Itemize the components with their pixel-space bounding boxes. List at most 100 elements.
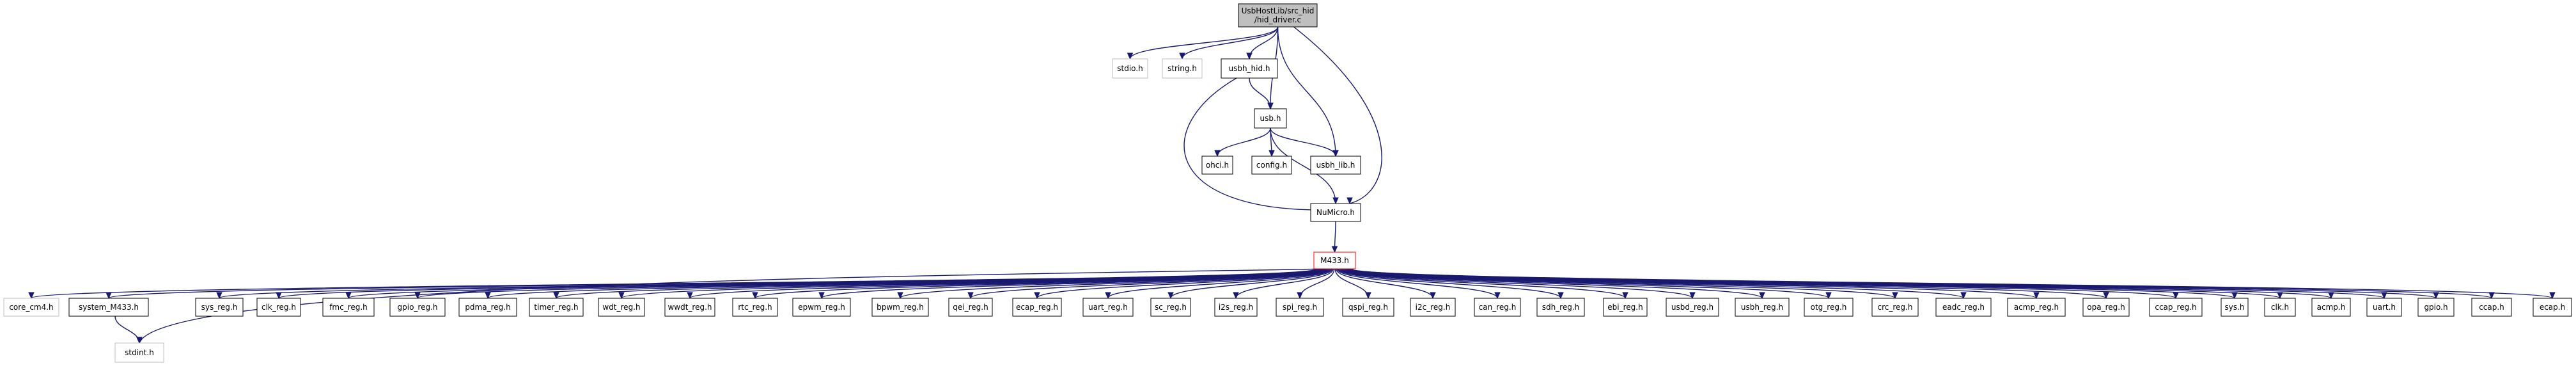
node-numicro[interactable]: NuMicro.h xyxy=(1310,203,1361,222)
node-i2s-reg[interactable]: i2s_reg.h xyxy=(1214,298,1258,317)
node-label: crc_reg.h xyxy=(1878,303,1913,312)
node-sc-reg[interactable]: sc_reg.h xyxy=(1150,298,1191,317)
arrowhead-m433-to-gpio_reg xyxy=(414,292,421,300)
node-m433[interactable]: M433.h xyxy=(1313,252,1356,269)
node-label: acmp_reg.h xyxy=(2014,303,2059,312)
node-usbh-hid[interactable]: usbh_hid.h xyxy=(1221,58,1278,79)
edge-m433-to-opa_reg xyxy=(1345,268,2107,299)
arrowhead-usb-to-usbh_lib xyxy=(1332,150,1339,157)
node-ohci[interactable]: ohci.h xyxy=(1201,156,1233,175)
node-box xyxy=(2366,298,2402,317)
node-box xyxy=(1201,156,1233,175)
node-sys-reg[interactable]: sys_reg.h xyxy=(195,298,244,317)
node-string[interactable]: string.h xyxy=(1162,58,1203,79)
node-box xyxy=(3,298,59,317)
node-sdh-reg[interactable]: sdh_reg.h xyxy=(1536,298,1585,317)
node-gpio[interactable]: gpio.h xyxy=(2417,298,2455,317)
node-label: usbh_hid.h xyxy=(1228,64,1270,73)
node-bpwm-reg[interactable]: bpwm_reg.h xyxy=(871,298,929,317)
node-qei-reg[interactable]: qei_reg.h xyxy=(948,298,993,317)
nodes-layer: UsbHostLib/src_hid/hid_driver.c stdio.h st… xyxy=(3,3,2572,363)
node-usb[interactable]: usb.h xyxy=(1254,108,1287,129)
node-box xyxy=(1150,298,1191,317)
node-wwdt-reg[interactable]: wwdt_reg.h xyxy=(664,298,715,317)
node-rtc-reg[interactable]: rtc_reg.h xyxy=(732,298,778,317)
edge-m433-to-usbd_reg xyxy=(1339,268,1693,299)
node-fmc-reg[interactable]: fmc_reg.h xyxy=(322,298,375,317)
node-label: clk.h xyxy=(2271,303,2289,312)
arrowhead-m433-to-usbh_reg xyxy=(1759,292,1765,300)
node-ccap-reg[interactable]: ccap_reg.h xyxy=(2149,298,2203,317)
node-label: uart_reg.h xyxy=(1088,303,1128,312)
node-box xyxy=(1162,58,1203,79)
node-box xyxy=(1410,298,1456,317)
node-spi-reg[interactable]: spi_reg.h xyxy=(1276,298,1324,317)
node-label: i2c_reg.h xyxy=(1416,303,1451,312)
arrowhead-root-to-stdio xyxy=(1127,52,1134,60)
node-usbd-reg[interactable]: usbd_reg.h xyxy=(1666,298,1719,317)
node-box xyxy=(948,298,993,317)
node-can-reg[interactable]: can_reg.h xyxy=(1474,298,1521,317)
node-box xyxy=(1310,203,1361,222)
node-epwm-reg[interactable]: epwm_reg.h xyxy=(792,298,851,317)
node-stdint[interactable]: stdint.h xyxy=(114,342,164,363)
node-usbh-reg[interactable]: usbh_reg.h xyxy=(1735,298,1790,317)
node-wdt-reg[interactable]: wdt_reg.h xyxy=(598,298,645,317)
node-usbh-lib[interactable]: usbh_lib.h xyxy=(1310,156,1361,175)
node-opa-reg[interactable]: opa_reg.h xyxy=(2082,298,2130,317)
node-box xyxy=(2007,298,2066,317)
node-ccap[interactable]: ccap.h xyxy=(2471,298,2512,317)
arrowhead-system_m433-to-stdint xyxy=(136,337,143,344)
node-box xyxy=(68,298,149,317)
arrowhead-m433-to-wdt_reg xyxy=(618,292,625,300)
arrowhead-m433-to-can_reg xyxy=(1494,292,1501,300)
node-system-m433[interactable]: system_M433.h xyxy=(68,298,149,317)
node-box xyxy=(1313,252,1356,269)
node-box xyxy=(2264,298,2296,317)
node-ecap[interactable]: ecap.h xyxy=(2533,298,2572,317)
node-label: wdt_reg.h xyxy=(602,303,640,312)
node-ecap-reg[interactable]: ecap_reg.h xyxy=(1012,298,1062,317)
node-box xyxy=(2533,298,2572,317)
edge-m433-to-ebi_reg xyxy=(1338,268,1626,299)
node-uart-reg[interactable]: uart_reg.h xyxy=(1082,298,1134,317)
node-box xyxy=(1935,298,1992,317)
arrowhead-m433-to-opa_reg xyxy=(2103,292,2109,300)
node-root[interactable]: UsbHostLib/src_hid/hid_driver.c xyxy=(1238,3,1318,28)
node-eadc-reg[interactable]: eadc_reg.h xyxy=(1935,298,1992,317)
node-box xyxy=(1666,298,1719,317)
node-label: usbd_reg.h xyxy=(1671,303,1713,312)
node-label: ccap.h xyxy=(2479,303,2504,312)
node-ebi-reg[interactable]: ebi_reg.h xyxy=(1603,298,1648,317)
node-qspi-reg[interactable]: qspi_reg.h xyxy=(1342,298,1394,317)
node-gpio-reg[interactable]: gpio_reg.h xyxy=(389,298,446,317)
node-acmp[interactable]: acmp.h xyxy=(2311,298,2351,317)
node-stdio[interactable]: stdio.h xyxy=(1112,58,1148,79)
node-box xyxy=(1342,298,1394,317)
node-clk-reg[interactable]: clk_reg.h xyxy=(256,298,301,317)
node-box xyxy=(195,298,244,317)
node-i2c-reg[interactable]: i2c_reg.h xyxy=(1410,298,1456,317)
node-core-cm4[interactable]: core_cm4.h xyxy=(3,298,59,317)
node-label: sc_reg.h xyxy=(1155,303,1187,312)
node-label: can_reg.h xyxy=(1479,303,1517,312)
node-uart[interactable]: uart.h xyxy=(2366,298,2402,317)
edge-m433-to-qei_reg xyxy=(970,268,1331,299)
node-acmp-reg[interactable]: acmp_reg.h xyxy=(2007,298,2066,317)
node-label: /hid_driver.c xyxy=(1254,15,1301,24)
node-otg-reg[interactable]: otg_reg.h xyxy=(1804,298,1854,317)
node-box xyxy=(389,298,446,317)
node-clk[interactable]: clk.h xyxy=(2264,298,2296,317)
arrowhead-m433-to-sdh_reg xyxy=(1557,292,1564,300)
node-crc-reg[interactable]: crc_reg.h xyxy=(1871,298,1919,317)
node-config[interactable]: config.h xyxy=(1251,156,1292,175)
arrowhead-m433-to-epwm_reg xyxy=(818,292,825,300)
arrowhead-m433-to-uart_reg xyxy=(1105,292,1111,300)
edge-system_m433-to-stdint xyxy=(114,316,140,344)
arrowhead-m433-to-ecap_reg xyxy=(1034,292,1040,300)
node-pdma-reg[interactable]: pdma_reg.h xyxy=(458,298,517,317)
arrowhead-m433-to-i2s_reg xyxy=(1233,292,1239,300)
node-sys[interactable]: sys.h xyxy=(2221,298,2249,317)
node-timer-reg[interactable]: timer_reg.h xyxy=(529,298,584,317)
